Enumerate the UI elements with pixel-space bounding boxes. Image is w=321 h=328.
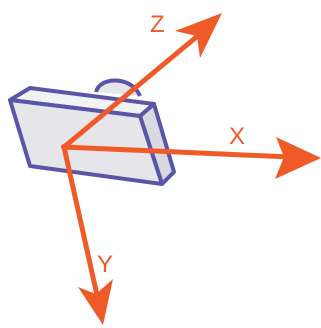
z-axis-label: Z <box>150 11 165 38</box>
camera-front-face <box>8 98 164 186</box>
y-axis-line <box>61 144 100 298</box>
z-axis-line <box>61 31 203 150</box>
x-axis-line <box>61 144 293 160</box>
y-axis-arrowhead <box>78 279 113 325</box>
camera-icon <box>8 78 176 186</box>
x-axis-label: X <box>229 123 245 150</box>
x-axis-arrowhead <box>275 137 321 179</box>
origin-point <box>61 144 67 150</box>
y-axis-label: Y <box>97 251 113 278</box>
axes <box>61 13 321 325</box>
z-axis-arrowhead <box>175 13 222 58</box>
